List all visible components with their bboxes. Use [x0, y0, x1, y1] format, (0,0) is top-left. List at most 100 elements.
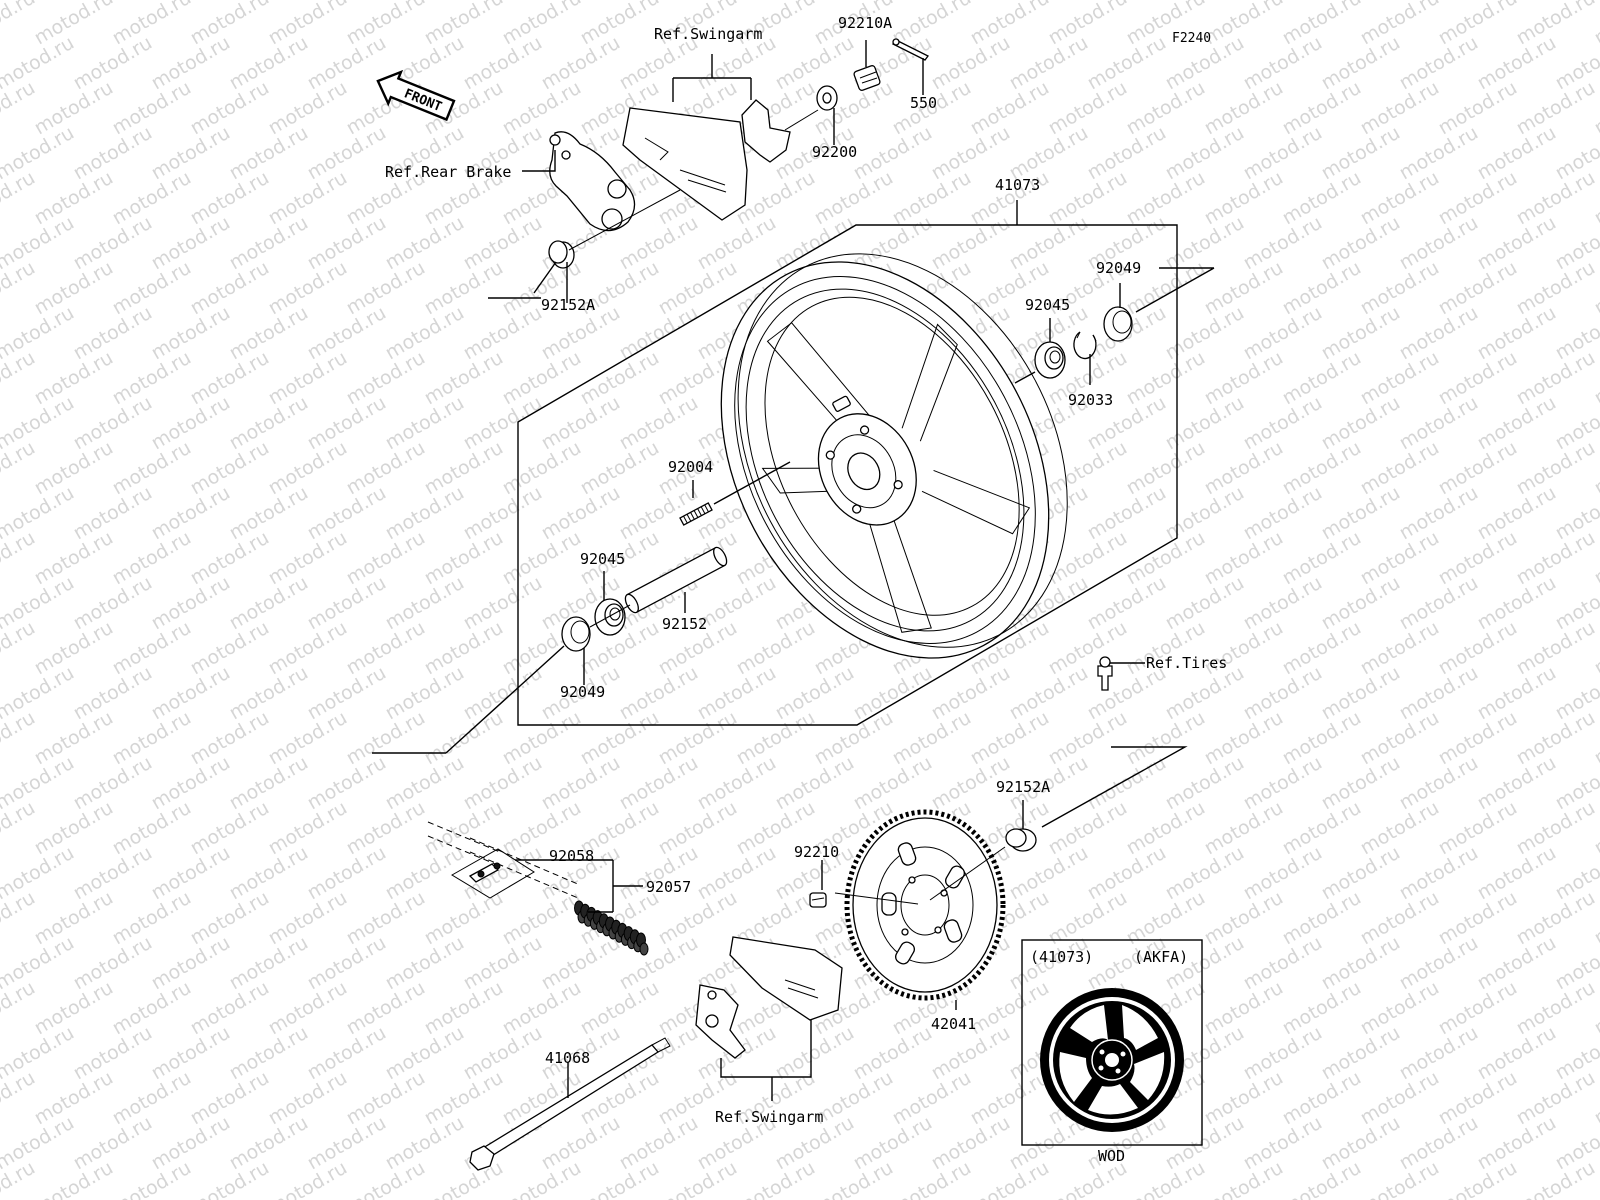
part-550-cotter-pin [892, 38, 929, 61]
watermark-text: motod.ru [1279, 887, 1365, 950]
watermark-text: motod.ru [70, 662, 156, 725]
watermark-text: motod.ru [655, 257, 741, 320]
label-550: 550 [910, 94, 937, 112]
watermark-text: motod.ru [1318, 842, 1404, 905]
watermark-text: motod.ru [1435, 257, 1521, 320]
watermark-text: motod.ru [811, 167, 897, 230]
watermark-text: motod.ru [109, 527, 195, 590]
watermark-text: motod.ru [1084, 32, 1170, 95]
watermark-text: motod.ru [226, 842, 312, 905]
watermark-text: motod.ru [694, 212, 780, 275]
watermark-text: motod.ru [460, 32, 546, 95]
watermark-text: motod.ru [343, 887, 429, 950]
brake-caliper-bracket [549, 131, 636, 232]
watermark-text: motod.ru [265, 797, 351, 860]
watermark-text: motod.ru [1357, 1067, 1443, 1130]
watermark-text: motod.ru [148, 1112, 234, 1175]
watermark-text: motod.ru [928, 662, 1014, 725]
watermark-text: motod.ru [31, 797, 117, 860]
watermark-text: motod.ru [1045, 0, 1131, 49]
watermark-text: motod.ru [811, 707, 897, 770]
watermark-text: motod.ru [1084, 572, 1170, 635]
watermark-text: motod.ru [109, 167, 195, 230]
part-92210-nut [809, 892, 827, 908]
watermark-text: motod.ru [187, 797, 273, 860]
chain-link [639, 942, 649, 956]
watermark-text: motod.ru [31, 1067, 117, 1130]
inset-caption: WOD [1098, 1147, 1125, 1165]
watermark-text: motod.ru [265, 167, 351, 230]
watermark-text: motod.ru [148, 1022, 234, 1085]
watermark-text: motod.ru [226, 572, 312, 635]
swingarm-bracket-top [741, 99, 791, 163]
watermark-text: motod.ru [1396, 302, 1482, 365]
watermark-text: motod.ru [226, 752, 312, 815]
watermark-text: motod.ru [1435, 167, 1521, 230]
watermark-text: motod.ru [694, 662, 780, 725]
watermark-text: motod.ru [1162, 752, 1248, 815]
watermark-text: motod.ru [772, 752, 858, 815]
watermark-text: motod.ru [499, 977, 585, 1040]
watermark-text: motod.ru [1045, 527, 1131, 590]
watermark-text: motod.ru [1318, 392, 1404, 455]
watermark-text: motod.ru [967, 77, 1053, 140]
watermark-text: motod.ru [148, 662, 234, 725]
watermark-text: motod.ru [1240, 932, 1326, 995]
label-92058: 92058 [549, 847, 594, 865]
watermark-text: motod.ru [1513, 977, 1599, 1040]
watermark-text: motod.ru [772, 32, 858, 95]
watermark-text: motod.ru [1435, 617, 1521, 680]
watermark-text: motod.ru [70, 32, 156, 95]
inset-akfa-variant: (41073) (AKFA) WOD [1021, 939, 1203, 1165]
label-41073: 41073 [995, 176, 1040, 194]
watermark-text: motod.ru [187, 167, 273, 230]
watermark-text: motod.ru [460, 482, 546, 545]
watermark-text: motod.ru [1435, 347, 1521, 410]
label-92049-right: 92049 [1096, 259, 1141, 277]
watermark-text: motod.ru [1279, 437, 1365, 500]
watermark-text: motod.ru [109, 257, 195, 320]
watermark-text: motod.ru [1240, 482, 1326, 545]
watermark-text: motod.ru [655, 887, 741, 950]
watermark-text: motod.ru [226, 482, 312, 545]
watermark-text: motod.ru [1513, 257, 1599, 320]
watermark-text: motod.ru [1513, 437, 1599, 500]
watermark-text: motod.ru [889, 167, 975, 230]
watermark-text: motod.ru [70, 392, 156, 455]
watermark-text: motod.ru [1240, 662, 1326, 725]
watermark-text: motod.ru [109, 887, 195, 950]
watermark-text: motod.ru [70, 572, 156, 635]
part-42041-sprocket [844, 809, 1006, 1001]
watermark-text: motod.ru [1396, 32, 1482, 95]
watermark-text: motod.ru [460, 662, 546, 725]
watermark-text: motod.ru [343, 797, 429, 860]
inset-part-ref: (41073) [1030, 948, 1093, 966]
watermark-text: motod.ru [70, 212, 156, 275]
watermark-text: motod.ru [1123, 527, 1209, 590]
part-92033-circlip [1073, 331, 1097, 360]
watermark-text: motod.ru [1357, 167, 1443, 230]
watermark-text: motod.ru [343, 347, 429, 410]
watermark-text: motod.ru [850, 122, 936, 185]
watermark-text: motod.ru [31, 167, 117, 230]
watermark-text: motod.ru [148, 842, 234, 905]
watermark-text: motod.ru [538, 932, 624, 995]
watermark-text: motod.ru [382, 302, 468, 365]
watermark-text: motod.ru [889, 1067, 975, 1130]
watermark-text: motod.ru [1123, 797, 1209, 860]
watermark-text: motod.ru [109, 707, 195, 770]
watermark-text: motod.ru [460, 392, 546, 455]
watermark-text: motod.ru [616, 392, 702, 455]
watermark-text: motod.ru [1045, 167, 1131, 230]
watermark-text: motod.ru [421, 0, 507, 49]
watermark-text: motod.ru [1513, 887, 1599, 950]
watermark-text: motod.ru [460, 302, 546, 365]
watermark-text: motod.ru [382, 752, 468, 815]
watermark-text: motod.ru [382, 662, 468, 725]
watermark-text: motod.ru [1513, 797, 1599, 860]
watermark-text: motod.ru [967, 707, 1053, 770]
watermark-text: motod.ru [343, 257, 429, 320]
watermark-text: motod.ru [616, 662, 702, 725]
watermark-text: motod.ru [226, 32, 312, 95]
